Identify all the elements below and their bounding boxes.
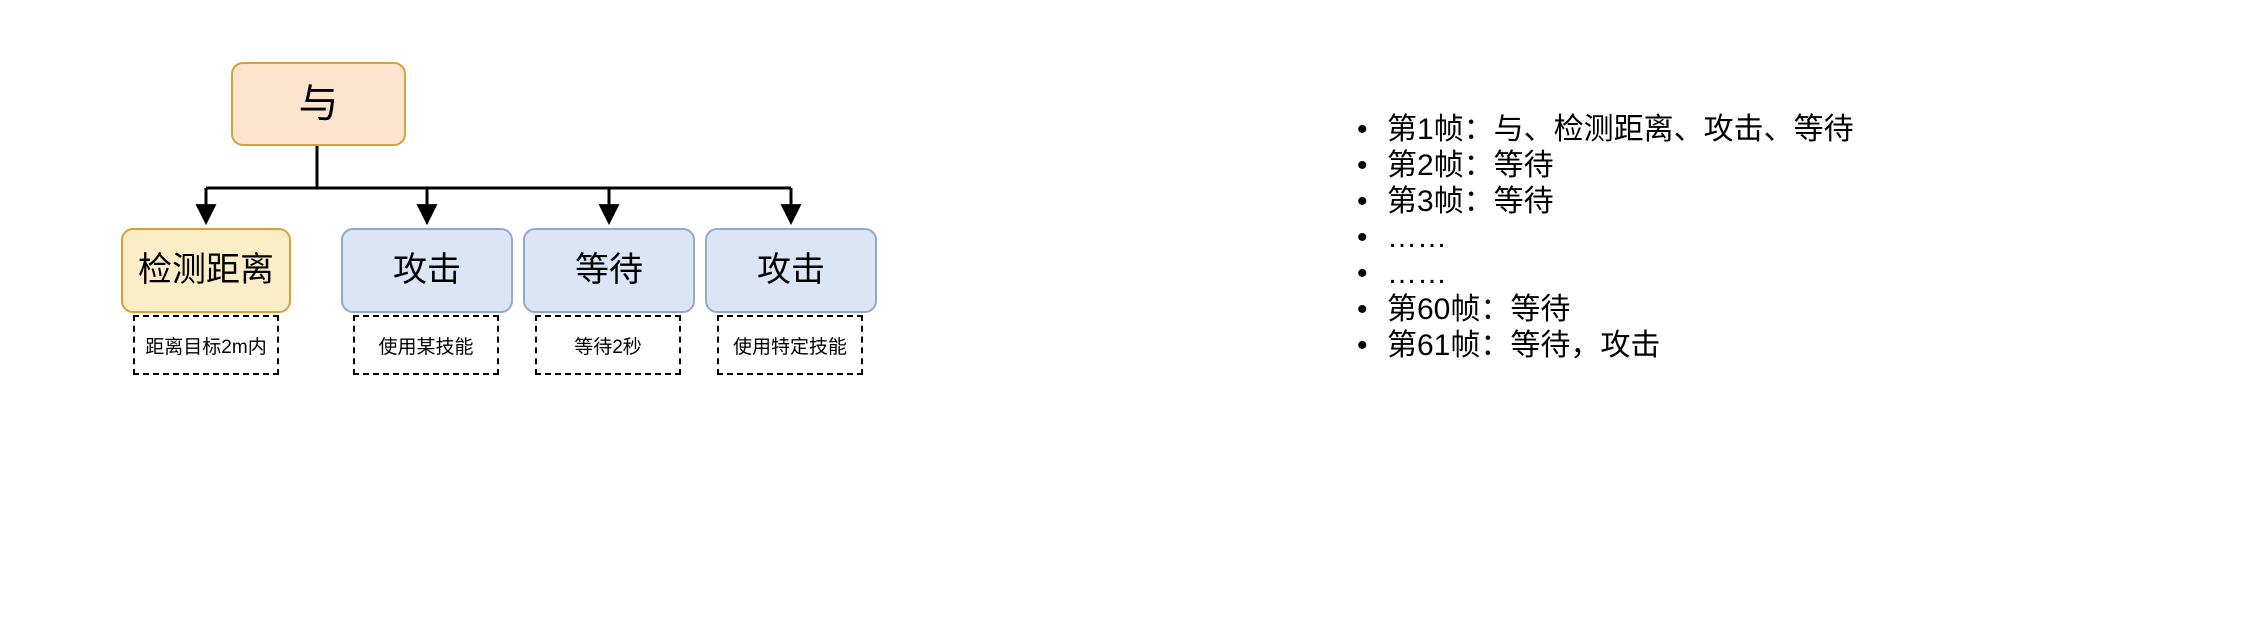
node-child-3[interactable]: 等待 [523, 228, 695, 313]
behavior-tree-diagram: 与 检测距离 距离目标2m内 攻击 使用某技能 等待 等待2秒 攻击 使用特定技… [121, 62, 877, 375]
desc-child-3-label: 等待2秒 [574, 336, 642, 358]
desc-child-3: 等待2秒 [535, 315, 681, 375]
bullet-icon: • [1357, 113, 1368, 146]
bullet-icon: • [1357, 149, 1368, 182]
desc-child-1: 距离目标2m内 [133, 315, 279, 375]
list-item: • …… [1357, 220, 2205, 256]
desc-child-4: 使用特定技能 [717, 315, 863, 375]
node-child-2[interactable]: 攻击 [341, 228, 513, 313]
node-root[interactable]: 与 [231, 62, 406, 146]
bullet-icon: • [1357, 293, 1368, 326]
trace-list: • 第1帧：与、检测距离、攻击、等待 • 第2帧：等待 • 第3帧：等待 • …… [1345, 112, 2205, 364]
desc-child-1-label: 距离目标2m内 [145, 336, 267, 358]
node-child-3-label: 等待 [575, 250, 643, 289]
node-child-4-label: 攻击 [757, 250, 825, 289]
list-item-text: 第2帧：等待 [1387, 149, 1554, 182]
bullet-icon: • [1357, 257, 1368, 290]
list-item-text: …… [1387, 221, 1447, 254]
list-item-text: 第3帧：等待 [1387, 185, 1554, 218]
list-item: • 第1帧：与、检测距离、攻击、等待 [1357, 112, 2205, 148]
list-item: • 第2帧：等待 [1357, 148, 2205, 184]
bullet-icon: • [1357, 221, 1368, 254]
list-item: • 第61帧：等待，攻击 [1357, 328, 2205, 364]
desc-child-2-label: 使用某技能 [378, 336, 474, 358]
list-item-text: 第61帧：等待，攻击 [1387, 329, 1661, 362]
list-item-text: 第1帧：与、检测距离、攻击、等待 [1387, 113, 1854, 146]
list-item-text: 第60帧：等待 [1387, 293, 1571, 326]
bullet-icon: • [1357, 185, 1368, 218]
desc-child-4-label: 使用特定技能 [732, 336, 847, 358]
node-child-2-label: 攻击 [393, 250, 461, 289]
desc-child-2: 使用某技能 [353, 315, 499, 375]
bullet-icon: • [1357, 329, 1368, 362]
list-item: • 第60帧：等待 [1357, 292, 2205, 328]
frame-trace-list: • 第1帧：与、检测距离、攻击、等待 • 第2帧：等待 • 第3帧：等待 • …… [1345, 112, 2205, 364]
list-item-text: …… [1387, 257, 1447, 290]
list-item: • …… [1357, 256, 2205, 292]
node-child-4[interactable]: 攻击 [705, 228, 877, 313]
list-item: • 第3帧：等待 [1357, 184, 2205, 220]
node-root-label: 与 [298, 82, 339, 126]
node-child-1[interactable]: 检测距离 [121, 228, 291, 313]
node-child-1-label: 检测距离 [138, 250, 274, 289]
